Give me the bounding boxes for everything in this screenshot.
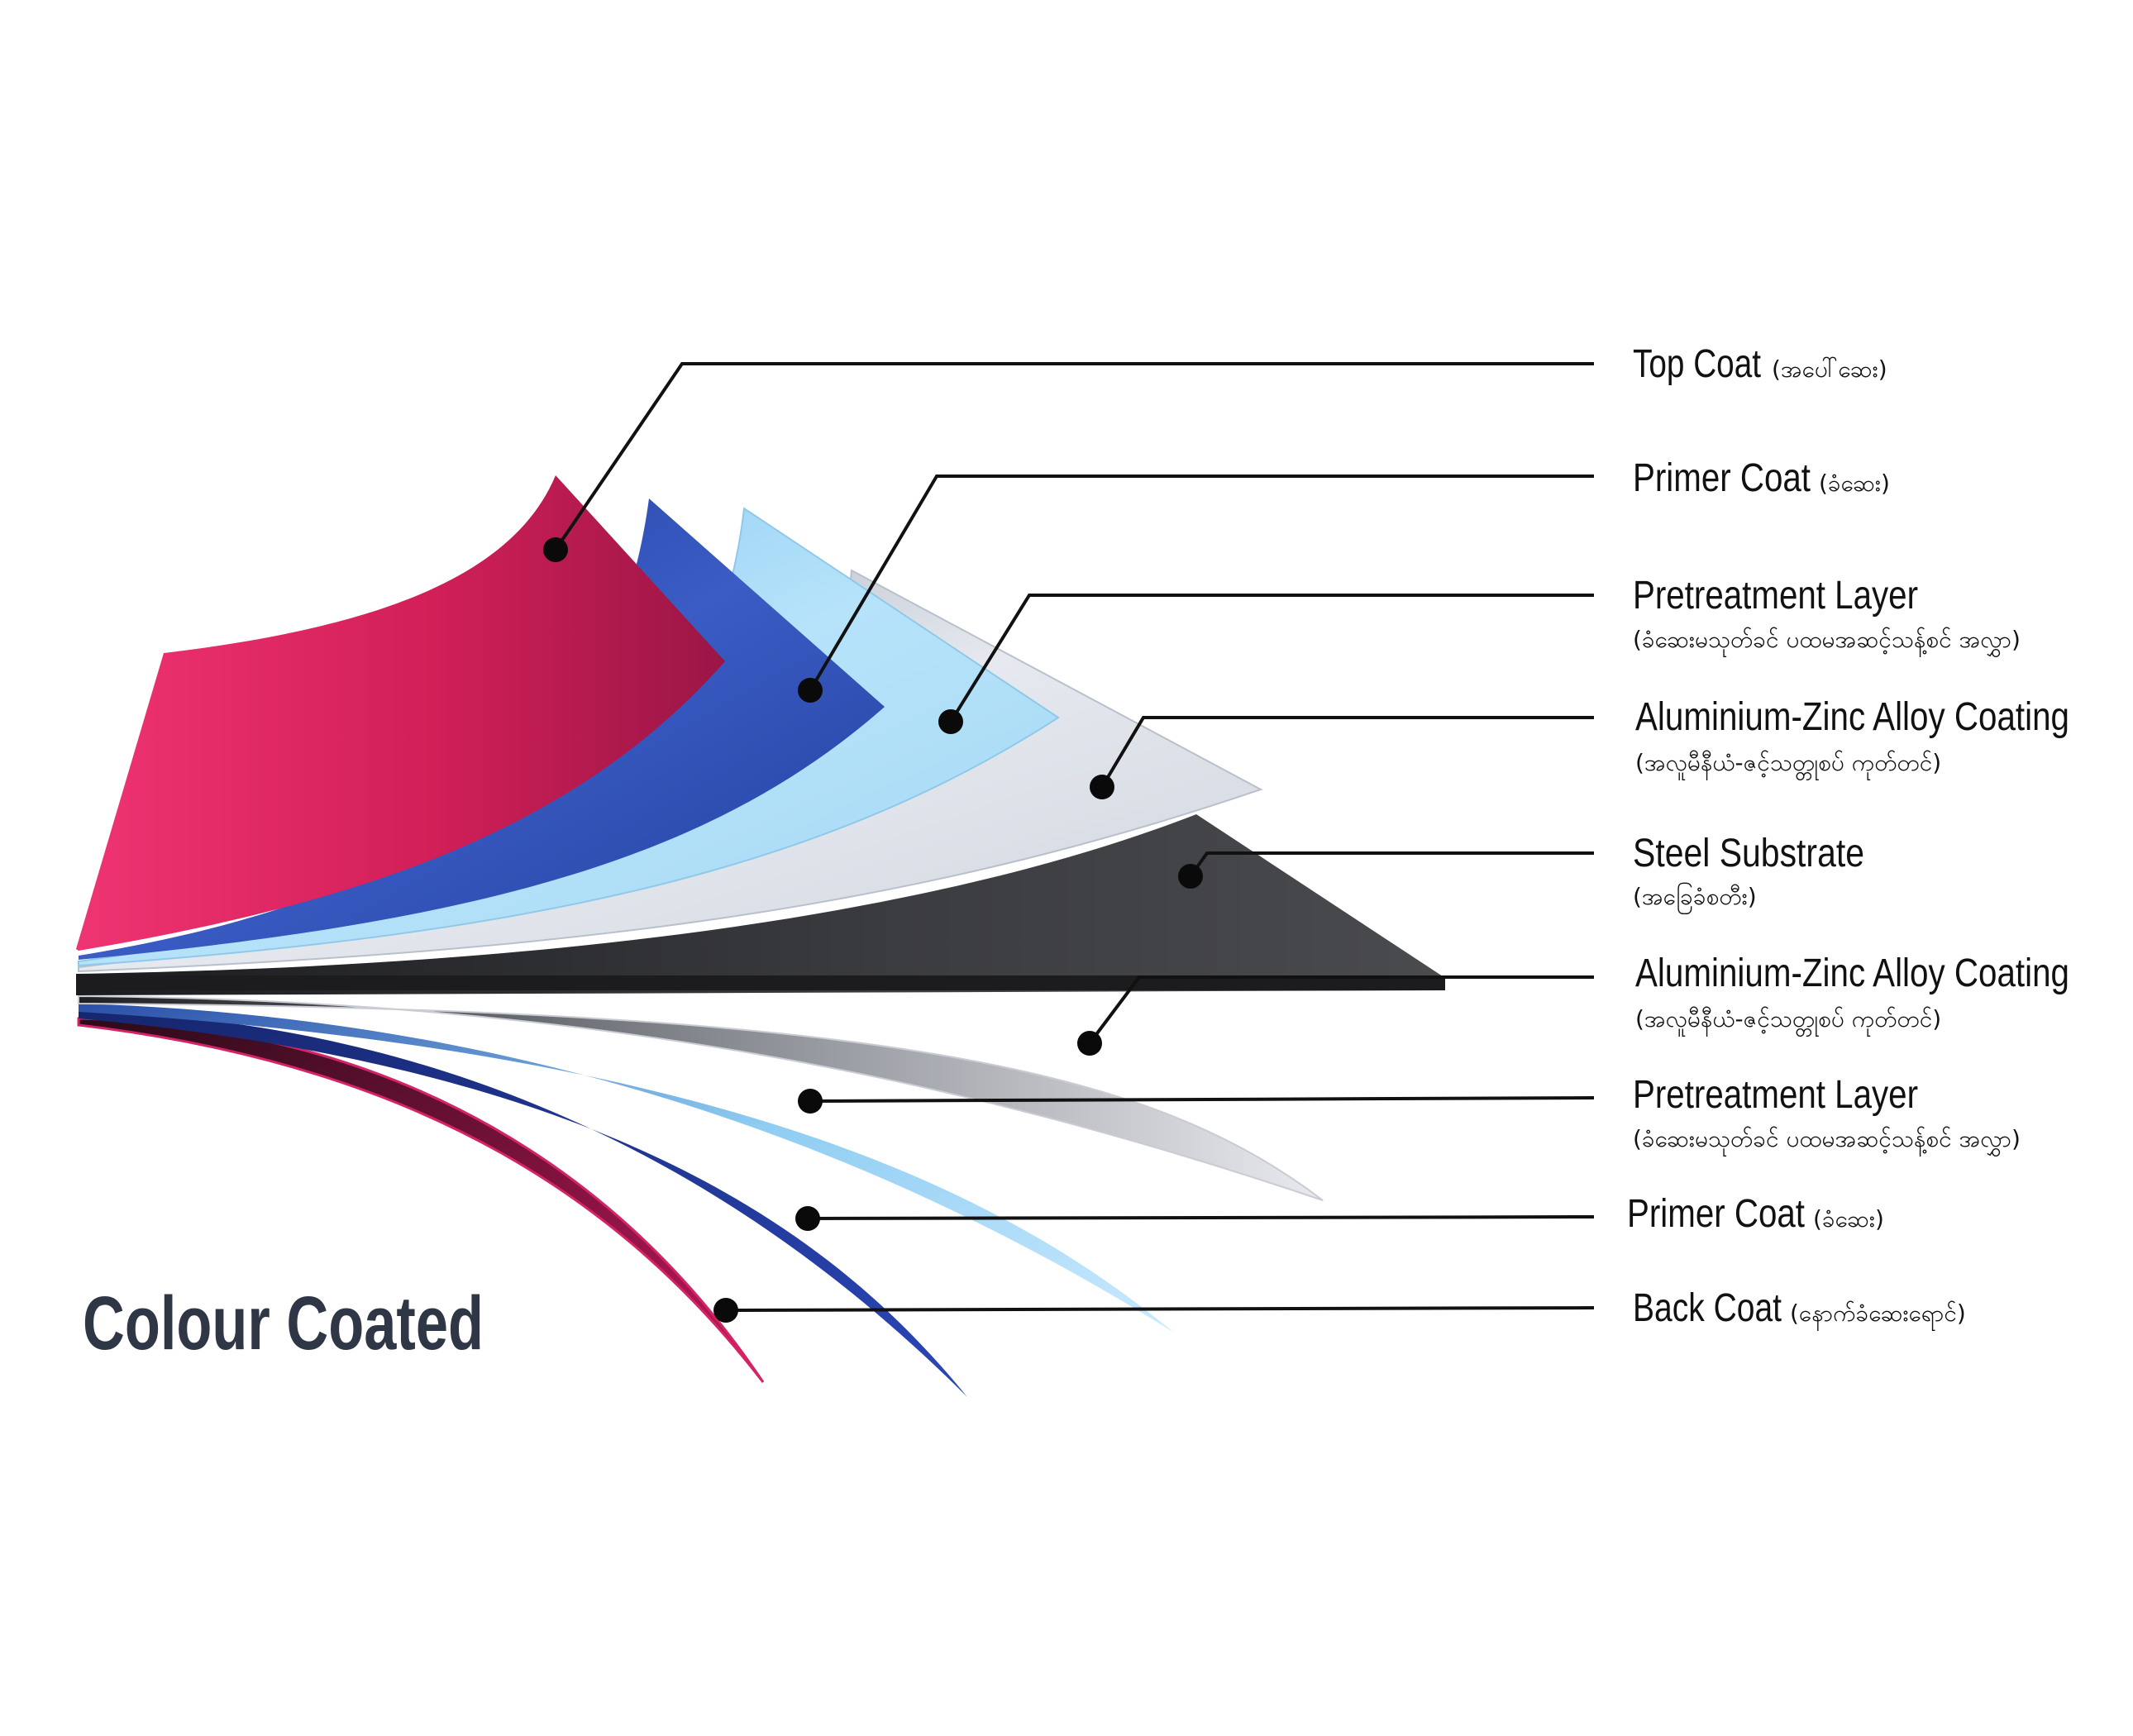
label-pretreatment-top-title: Pretreatment Layer [1633, 574, 1918, 618]
marker-pretreatment-top [938, 709, 963, 734]
marker-primer-bottom [795, 1206, 820, 1231]
leader-pretreatment-top [949, 594, 1594, 723]
label-back-coat-subtitle: (နောက်ခံဆေးရောင်) [1790, 1299, 1966, 1332]
steel-substrate-sheet [76, 814, 1445, 995]
label-back-coat-title: Back Coat [1633, 1286, 1782, 1330]
label-primer-bottom-title: Primer Coat [1627, 1192, 1805, 1236]
label-primer-top-title: Primer Coat [1633, 456, 1811, 500]
leader-back-coat [725, 1306, 1595, 1312]
marker-alu-zinc-bottom [1077, 1031, 1102, 1056]
label-alu-zinc-bottom-title: Aluminium-Zinc Alloy Coating [1635, 951, 2069, 995]
leader-alu-zinc-bottom [1088, 975, 1594, 1045]
svg-text:Primer Coat: Primer Coat [1627, 1192, 1805, 1236]
svg-text:Aluminium-Zinc Alloy Coating: Aluminium-Zinc Alloy Coating [1635, 951, 2069, 995]
marker-back-coat [713, 1298, 738, 1323]
label-alu-zinc-top: Aluminium-Zinc Alloy Coating (အလူမီနီယံ-… [1635, 695, 2069, 781]
top-coat-sheet [76, 475, 725, 951]
label-back-coat: Back Coat (နောက်ခံဆေးရောင်) [1633, 1286, 1966, 1332]
label-steel-title: Steel Substrate [1633, 832, 1864, 875]
steel-substrate-edge [76, 975, 1445, 990]
marker-alu-zinc-top [1090, 775, 1114, 799]
alu-zinc-bottom-sheet [78, 994, 1324, 1201]
label-primer-bottom-subtitle: (ခံဆေး) [1813, 1205, 1884, 1233]
label-pretreatment-top-subtitle: (ခံဆေးမသုတ်ခင် ပထမအဆင့်သန့်စင် အလွှာ) [1633, 625, 2021, 658]
label-primer-top-subtitle: (ခံဆေး) [1819, 470, 1890, 497]
main-title: Colour Coated [83, 1281, 484, 1366]
back-coat-sheet [77, 1017, 765, 1383]
leader-primer-bottom [807, 1215, 1595, 1220]
primer-top-sheet [79, 498, 885, 960]
label-alu-zinc-top-subtitle: (အလူမီနီယံ-ဇင့်သတ္တုစပ် ကုတ်တင်) [1635, 748, 1941, 781]
label-steel-subtitle: (အခြေခံစတီး) [1633, 881, 1757, 915]
label-steel: Steel Substrate (အခြေခံစတီး) [1633, 832, 1864, 915]
label-pretreatment-bottom: Pretreatment Layer (ခံဆေးမသုတ်ခင် ပထမအဆင… [1633, 1073, 2021, 1157]
label-alu-zinc-top-title: Aluminium-Zinc Alloy Coating [1635, 695, 2069, 739]
marker-primer-top [798, 678, 823, 703]
label-top-coat-subtitle: (အပေါ်ဆေး) [1772, 355, 1887, 383]
label-primer-top: Primer Coat (ခံဆေး) [1633, 456, 1890, 500]
svg-text:Aluminium-Zinc Alloy Coating: Aluminium-Zinc Alloy Coating [1635, 695, 2069, 739]
svg-text:Steel Substrate: Steel Substrate [1633, 832, 1864, 875]
leader-pretreatment-bottom [809, 1096, 1595, 1103]
svg-text:Pretreatment Layer: Pretreatment Layer [1633, 574, 1918, 618]
marker-pretreatment-bottom [798, 1089, 823, 1114]
svg-text:Primer Coat: Primer Coat [1633, 456, 1811, 500]
label-alu-zinc-bottom-subtitle: (အလူမီနီယံ-ဇင့်သတ္တုစပ် ကုတ်တင်) [1635, 1004, 1941, 1037]
marker-steel [1178, 864, 1203, 889]
label-primer-bottom: Primer Coat (ခံဆေး) [1627, 1192, 1884, 1236]
marker-top-coat [543, 537, 568, 562]
label-pretreatment-top: Pretreatment Layer (ခံဆေးမသုတ်ခင် ပထမအဆင… [1633, 574, 2021, 658]
leader-top-coat [554, 362, 1594, 551]
leader-alu-zinc-top [1100, 716, 1594, 789]
svg-text:Pretreatment Layer: Pretreatment Layer [1633, 1073, 1918, 1117]
label-top-coat: Top Coat (အပေါ်ဆေး) [1633, 342, 1887, 386]
label-pretreatment-bottom-title: Pretreatment Layer [1633, 1073, 1918, 1117]
label-top-coat-title: Top Coat [1633, 342, 1761, 386]
label-alu-zinc-bottom: Aluminium-Zinc Alloy Coating (အလူမီနီယံ-… [1635, 951, 2069, 1037]
svg-text:Top Coat: Top Coat [1633, 342, 1761, 386]
svg-text:Back Coat: Back Coat [1633, 1286, 1782, 1330]
leader-primer-top [809, 475, 1594, 692]
label-pretreatment-bottom-subtitle: (ခံဆေးမသုတ်ခင် ပထမအဆင့်သန့်စင် အလွှာ) [1633, 1124, 2021, 1157]
